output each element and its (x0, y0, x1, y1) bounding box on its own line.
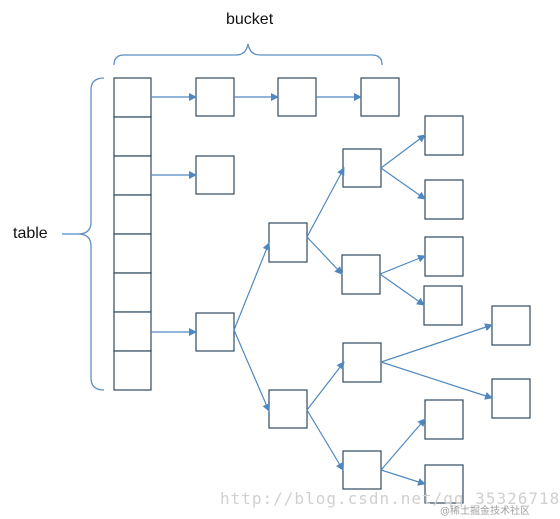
arrow (380, 418, 426, 471)
table-cell (113, 233, 152, 274)
arrow (233, 242, 271, 331)
bucket-brace (113, 43, 383, 66)
table-array (113, 77, 152, 391)
table-cell (113, 350, 152, 391)
tree-leaf-node (423, 285, 463, 326)
watermark-url: http://blog.csdn.net/qq_35326718 (220, 489, 560, 508)
arrow (379, 254, 426, 275)
tree-leaf-node (424, 115, 464, 156)
table-cell (113, 155, 152, 196)
arrow (380, 134, 426, 169)
arrows (151, 93, 493, 486)
tree-node (342, 342, 382, 383)
arrow (306, 409, 344, 471)
tree-node (268, 222, 308, 263)
tree-node (342, 450, 382, 490)
watermark-community: @稀土掘金技术社区 (440, 506, 530, 517)
arrow (380, 469, 426, 486)
tree-node (268, 389, 308, 429)
arrow (306, 167, 345, 238)
nodes (195, 77, 531, 504)
tree-leaf-node (491, 305, 531, 346)
tree-leaf-node (491, 378, 531, 419)
table-cell (113, 77, 152, 118)
tree-node (342, 148, 382, 188)
table-cell (113, 272, 152, 313)
tree-node (341, 254, 381, 295)
tree-leaf-node (424, 399, 464, 440)
table-brace (77, 77, 105, 391)
list-node (360, 77, 400, 117)
arrow (380, 167, 426, 200)
tree-leaf-node (424, 236, 464, 277)
table-cell (113, 194, 152, 235)
arrow (380, 361, 493, 400)
arrow (380, 323, 493, 363)
list-node (277, 77, 317, 117)
arrow (233, 329, 270, 412)
tree-root-node (195, 312, 235, 352)
list-node (195, 155, 235, 195)
arrow (379, 273, 425, 306)
table-cell (113, 311, 152, 352)
tree-leaf-node (424, 464, 464, 504)
table-cell (113, 116, 152, 157)
arrow (306, 236, 343, 275)
table-label: table (13, 225, 48, 242)
bucket-label: bucket (226, 11, 274, 28)
list-node (195, 77, 235, 117)
tree-leaf-node (424, 179, 464, 220)
arrow (306, 361, 345, 411)
